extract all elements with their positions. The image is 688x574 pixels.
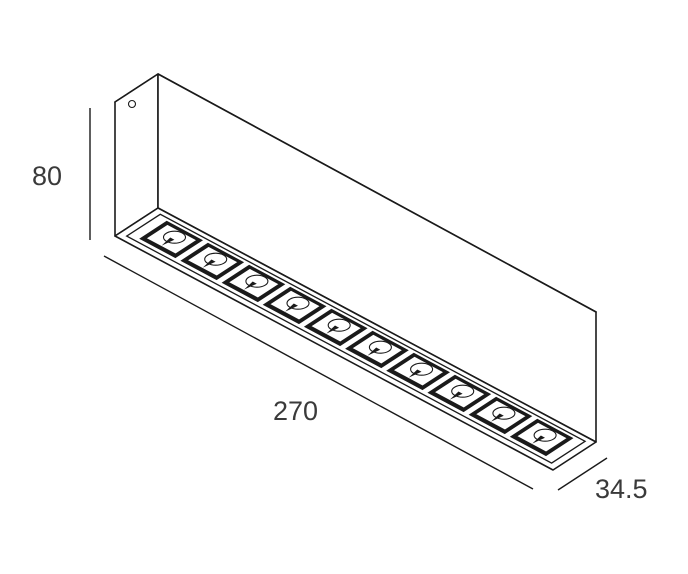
led-cell: [221, 264, 286, 303]
led-reflector-cone: [285, 303, 298, 312]
led-cell: [139, 220, 203, 259]
led-reflector-cone: [161, 237, 175, 246]
led-reflector-cone: [491, 413, 504, 422]
led-cell: [427, 374, 492, 413]
led-reflector-cone: [449, 391, 463, 400]
led-reflector-cone: [244, 281, 257, 290]
length-dimension: 270: [103, 255, 534, 490]
led-reflector-cone: [532, 435, 545, 444]
led-reflector-cone: [408, 369, 422, 378]
led-reflector-cone: [202, 259, 216, 268]
depth-label: 34.5: [595, 474, 648, 504]
depth-dimension-line: [557, 457, 608, 491]
height-label: 80: [32, 161, 62, 191]
mounting-hole: [127, 99, 137, 109]
length-label: 270: [273, 396, 318, 426]
led-cell: [180, 242, 245, 281]
led-cell: [262, 286, 327, 325]
length-dimension-line: [103, 255, 534, 490]
led-cell: [468, 396, 533, 435]
led-cell: [386, 352, 450, 391]
led-cell: [509, 418, 574, 457]
led-reflector-cone: [326, 325, 340, 334]
led-cell: [345, 330, 409, 369]
led-reflector-cone: [367, 347, 381, 356]
height-dimension: 80: [32, 108, 91, 240]
led-cell-row: [125, 213, 587, 464]
depth-dimension: 34.5: [557, 457, 648, 504]
led-cell: [303, 308, 368, 347]
